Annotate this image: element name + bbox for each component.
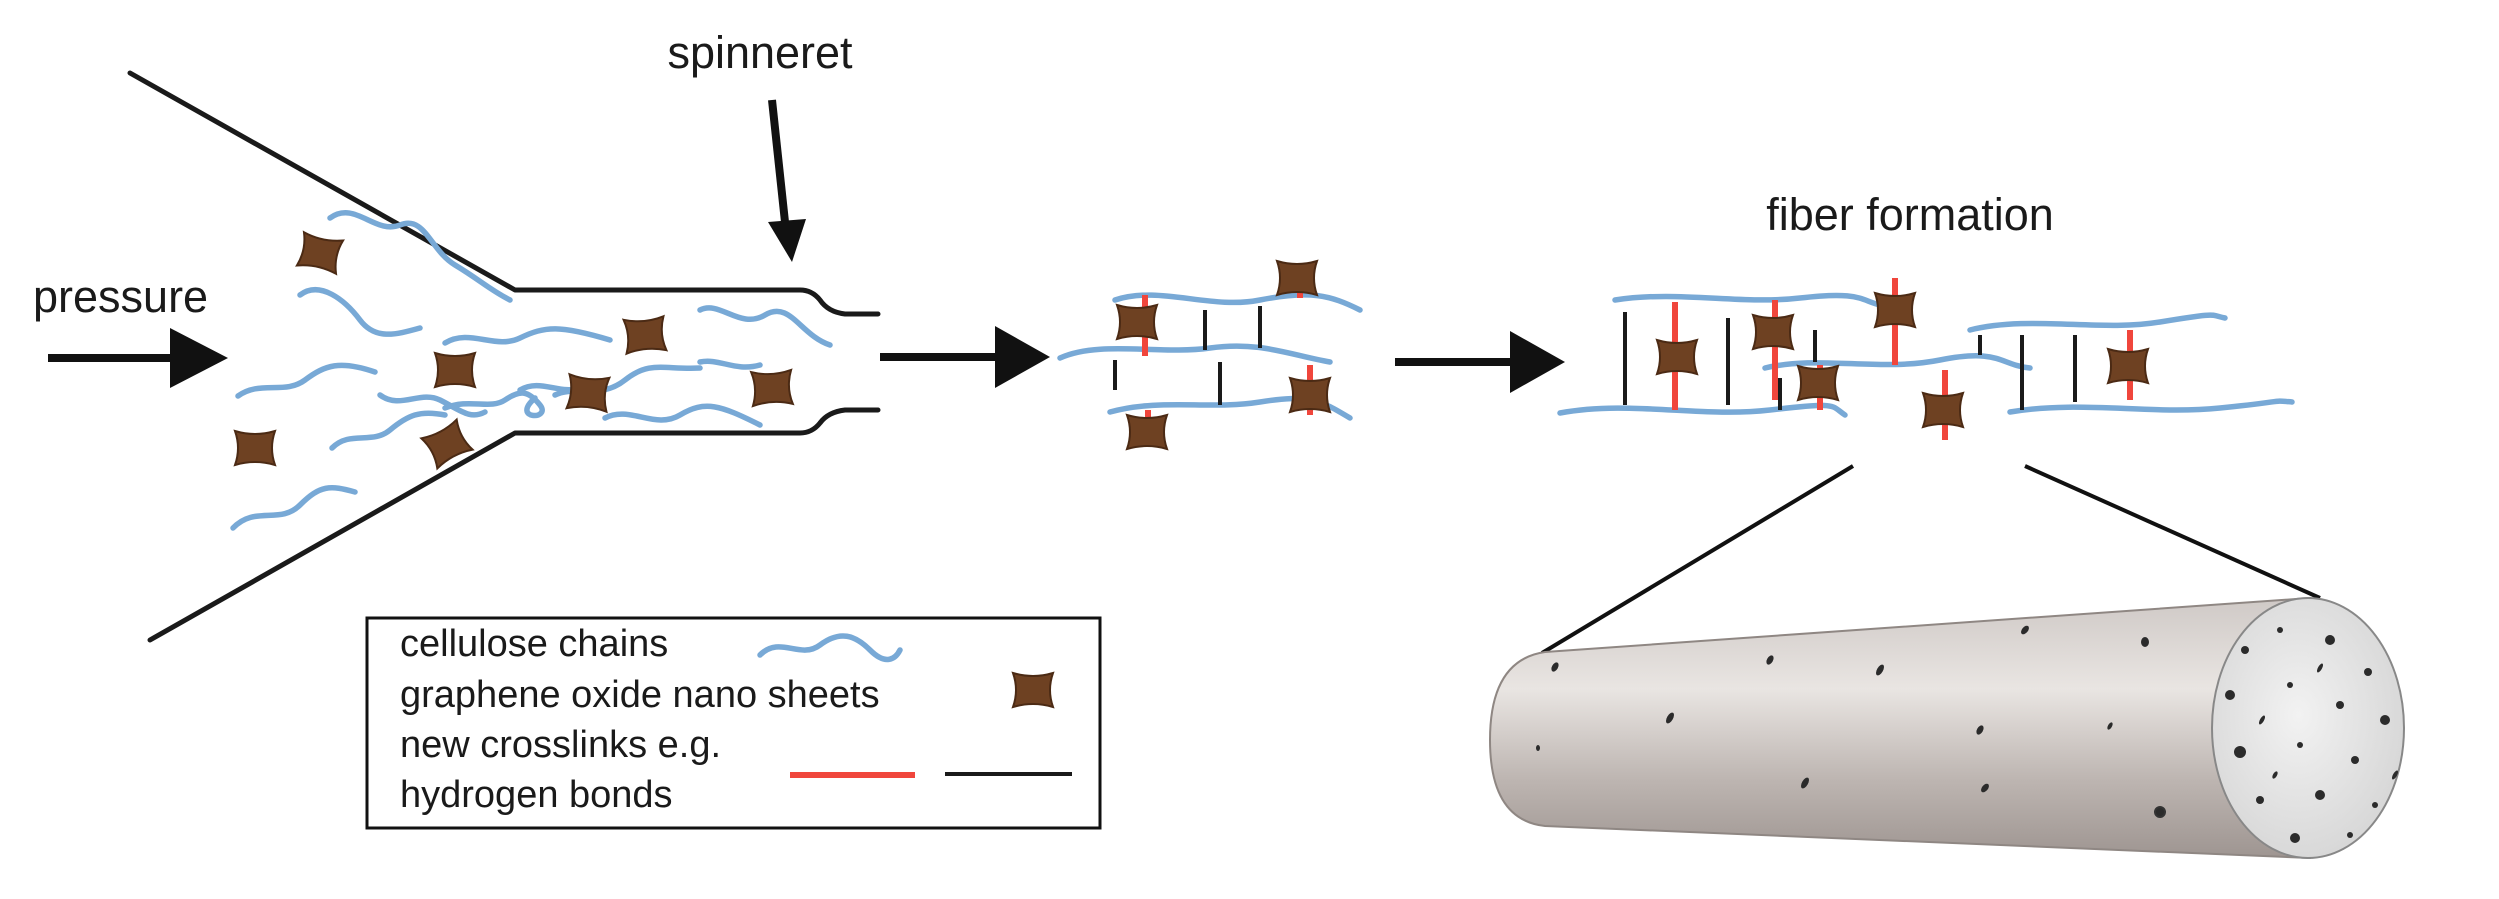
fiber-formation-label: fiber formation bbox=[1766, 189, 2054, 240]
process-arrow-1 bbox=[880, 326, 1050, 388]
legend-cellulose-label: cellulose chains bbox=[400, 623, 668, 665]
legend-box bbox=[365, 616, 1102, 830]
spinneret-arrow bbox=[768, 99, 806, 262]
process-arrow-2 bbox=[1395, 331, 1565, 393]
legend: cellulose chains graphene oxide nano she… bbox=[365, 616, 1102, 830]
pressure-label: pressure bbox=[33, 271, 208, 322]
spinneret-funnel bbox=[127, 70, 881, 643]
legend-crosslinks-label: new crosslinks e.g. bbox=[400, 724, 721, 766]
fiber-cylinder bbox=[1488, 596, 2405, 860]
spinneret-label: spinneret bbox=[667, 27, 853, 78]
legend-graphene-label: graphene oxide nano sheets bbox=[400, 674, 880, 716]
pressure-arrow bbox=[48, 328, 228, 388]
aligned-chain-cluster bbox=[1057, 260, 1363, 450]
legend-hbonds-label: hydrogen bonds bbox=[400, 774, 673, 816]
legend-graphene-swatch bbox=[1012, 672, 1054, 708]
zoom-lines bbox=[1540, 464, 2321, 655]
fiber-network bbox=[1557, 278, 2295, 440]
legend-cellulose-swatch bbox=[757, 633, 903, 663]
